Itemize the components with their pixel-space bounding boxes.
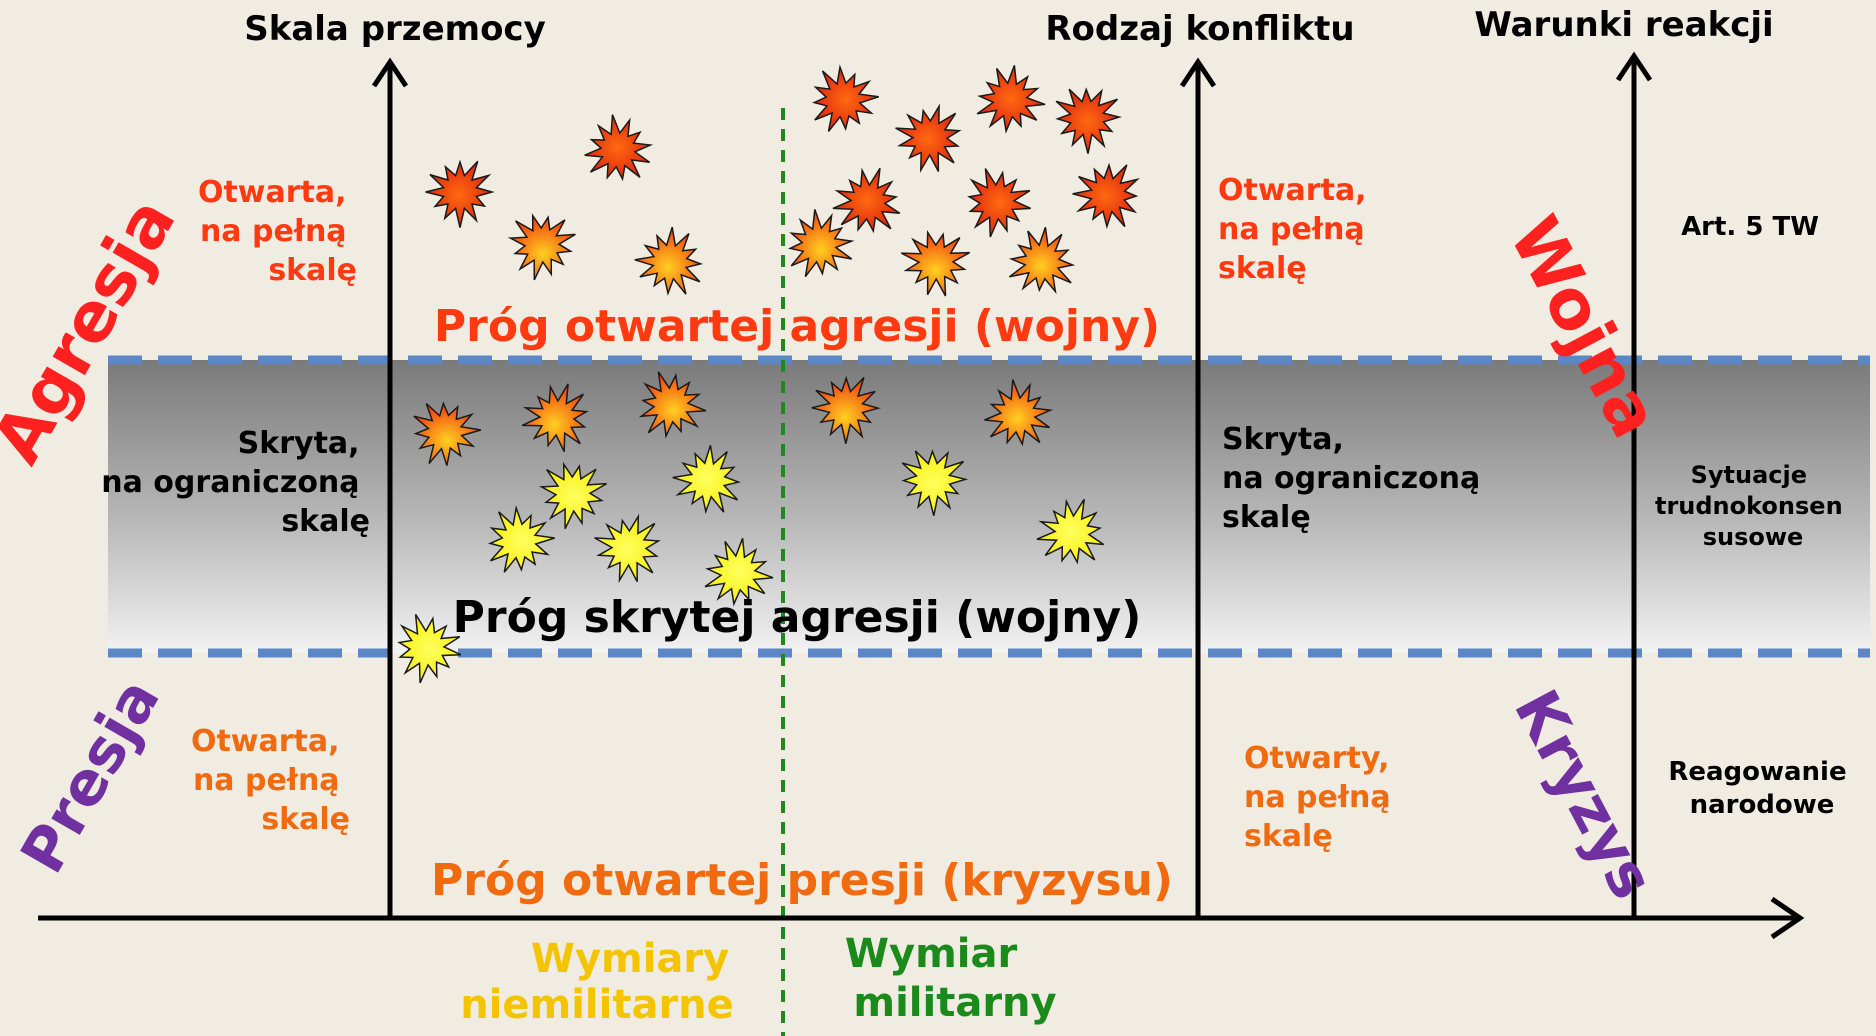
- conflict-lower-level: Otwarty, na pełną skalę: [1244, 741, 1401, 854]
- explosion-marker: [634, 226, 704, 296]
- horizontal-axis: [38, 896, 1805, 940]
- open-aggression-threshold-label: Próg otwartej agresji (wojny): [434, 301, 1160, 352]
- explosion-marker: [967, 168, 1032, 238]
- military-dimension-label: Wymiar militarny: [845, 931, 1057, 1026]
- pressure-label: Presja: [8, 667, 174, 885]
- explosion-marker: [787, 209, 855, 278]
- explosion-marker: [425, 159, 495, 228]
- explosion-marker: [832, 167, 901, 234]
- response-conditions-axis-title: Warunki reakcji: [1474, 5, 1773, 45]
- explosion-marker: [976, 65, 1046, 134]
- explosion-marker: [521, 383, 589, 453]
- explosion-marker: [1055, 87, 1122, 154]
- explosion-marker: [538, 461, 607, 530]
- violence-lower-level: Otwarta, na pełną skalę: [191, 724, 350, 837]
- response-middle-level: Sytuacje trudnokonsen susowe: [1655, 461, 1851, 551]
- conflict-middle-level: Skryta, na ograniczoną skalę: [1222, 422, 1491, 535]
- explosion-marker: [638, 371, 707, 439]
- explosion-marker: [487, 505, 555, 573]
- explosion-marker: [413, 401, 482, 466]
- explosion-marker: [704, 538, 774, 607]
- response-lower-level: Reagowanie narodowe: [1668, 757, 1855, 820]
- crisis-label: Kryzys: [1500, 679, 1667, 910]
- explosion-marker: [895, 103, 962, 173]
- explosion-marker: [1072, 162, 1140, 230]
- explosion-marker: [984, 379, 1054, 447]
- explosion-marker: [1008, 226, 1076, 295]
- explosion-marker: [507, 213, 576, 281]
- explosion-marker: [1036, 498, 1105, 565]
- covert-aggression-threshold-label: Próg skrytej agresji (wojny): [453, 592, 1142, 643]
- non-military-dimension-label: Wymiary niemilitarne: [460, 936, 743, 1028]
- conflict-markers: [397, 64, 1140, 684]
- conflict-type-axis: [1179, 57, 1217, 918]
- covert-aggression-band: [108, 360, 1870, 653]
- explosion-marker: [811, 375, 881, 444]
- explosion-marker: [594, 513, 661, 584]
- open-pressure-threshold-label: Próg otwartej presji (kryzysu): [431, 855, 1173, 906]
- violence-middle-level: Skryta, na ograniczoną skalę: [101, 426, 370, 539]
- violence-upper-level: Otwarta, na pełną skalę: [198, 175, 357, 288]
- response-upper-level: Art. 5 TW: [1681, 212, 1819, 242]
- violence-scale-axis: [371, 57, 409, 918]
- explosion-marker: [900, 229, 971, 297]
- conflict-type-axis-title: Rodzaj konfliktu: [1045, 9, 1354, 49]
- response-conditions-axis: [1615, 51, 1653, 918]
- explosion-marker: [584, 114, 654, 182]
- conflict-upper-level: Otwarta, na pełną skalę: [1218, 173, 1377, 286]
- explosion-marker: [901, 449, 969, 516]
- violence-scale-axis-title: Skala przemocy: [244, 9, 546, 49]
- explosion-marker: [672, 445, 741, 515]
- explosion-marker: [812, 64, 879, 132]
- explosion-marker: [397, 614, 462, 684]
